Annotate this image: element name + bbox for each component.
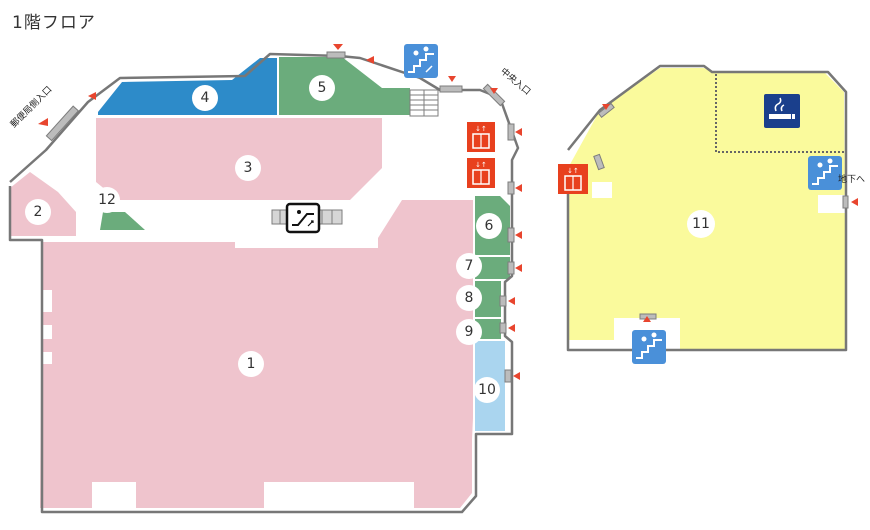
shop-number[interactable]: 4 (192, 85, 218, 111)
door-arrow-icon (515, 231, 522, 239)
wall-gate (597, 102, 615, 118)
shop-number[interactable]: 9 (456, 319, 482, 345)
shop-number[interactable]: 2 (25, 199, 51, 225)
door-arrow-icon (515, 128, 522, 136)
wall-gate (504, 369, 512, 383)
stairs-icon[interactable] (404, 44, 438, 78)
door-arrow-icon (88, 92, 96, 100)
shop-number[interactable]: 11 (687, 210, 715, 238)
annex-building-wall (566, 64, 848, 352)
wall-gate (439, 85, 463, 93)
stairs-icon[interactable] (808, 156, 842, 190)
shop-number[interactable]: 7 (456, 253, 482, 279)
svg-text:↓↑: ↓↑ (475, 161, 487, 169)
shop-number[interactable]: 1 (238, 351, 264, 377)
door-arrow-icon (602, 104, 610, 110)
door-arrow-icon (851, 198, 858, 206)
escalator-icon[interactable] (285, 202, 321, 234)
svg-text:↓↑: ↓↑ (475, 125, 487, 133)
wall-gate (507, 261, 515, 275)
shop-1-notch (92, 482, 136, 508)
door-arrow-icon (366, 56, 374, 64)
svg-text:↓↑: ↓↑ (567, 167, 579, 175)
shop-number-11: 11 (692, 216, 710, 232)
wall-gate (507, 227, 515, 243)
floor-title: 1階フロア (12, 13, 96, 33)
shop-5-area[interactable] (279, 57, 410, 115)
wall-gate (842, 195, 849, 209)
elevator-icon[interactable]: ↓↑ (467, 158, 495, 188)
main-building (8, 51, 520, 514)
central-entrance-label: 中央入口 (498, 65, 533, 97)
shop-12-area[interactable] (100, 212, 145, 230)
shop-number-9: 9 (465, 324, 474, 340)
shop-number-7: 7 (465, 258, 474, 274)
shop-number[interactable]: 5 (309, 75, 335, 101)
wall-gate (593, 153, 605, 171)
wall-gate (482, 83, 506, 107)
smoking-room-boundary (715, 74, 846, 153)
wall-gate (499, 322, 507, 334)
elevator-icon[interactable]: ↓↑ (467, 122, 495, 152)
wall-gate (507, 123, 515, 141)
door-arrow-icon (643, 316, 651, 322)
door-arrow-icon (490, 88, 498, 94)
shop-number-4: 4 (201, 90, 210, 106)
shop-number-12: 12 (98, 192, 116, 208)
shop-1-notch (264, 482, 414, 508)
entrance-arrows (38, 44, 858, 380)
shop-number-6: 6 (485, 218, 494, 234)
shop-11-area[interactable] (568, 68, 846, 350)
shop-number-10: 10 (478, 382, 496, 398)
shop-number-8: 8 (465, 290, 474, 306)
door-arrow-icon (515, 184, 522, 192)
door-arrow-icon (515, 264, 522, 272)
door-arrow-icon (508, 324, 515, 332)
stairs-block (409, 89, 439, 117)
door-arrow-icon (38, 118, 48, 126)
wall-gate (507, 181, 515, 195)
elevator-icon[interactable]: ↓↑ (558, 164, 588, 194)
shop-number[interactable]: 3 (235, 155, 261, 181)
door-arrow-icon (333, 44, 343, 50)
door-arrow-icon (508, 297, 515, 305)
shop-number-3: 3 (244, 160, 253, 176)
shop-number[interactable]: 6 (476, 213, 502, 239)
shop-number-1: 1 (247, 356, 256, 372)
stairs-icon[interactable] (632, 330, 666, 364)
annex-building (566, 64, 849, 352)
shop-number[interactable]: 8 (456, 285, 482, 311)
wall-gate (45, 105, 80, 142)
to-basement-label: 地下へ (838, 173, 865, 185)
door-arrow-icon (513, 372, 520, 380)
shop-7-area[interactable] (475, 257, 510, 279)
shop-number-5: 5 (318, 80, 327, 96)
shop-number[interactable]: 10 (474, 377, 500, 403)
annex-notch (592, 182, 612, 198)
wall-gate (499, 295, 507, 307)
annex-notch (818, 195, 846, 213)
smoking-room-icon[interactable] (764, 94, 800, 128)
wall-gate (326, 51, 346, 59)
main-building-wall (8, 52, 520, 514)
door-arrow-icon (448, 76, 456, 82)
shop-number-2: 2 (34, 204, 43, 220)
shop-4-area[interactable] (98, 58, 277, 115)
shop-number[interactable]: 12 (94, 187, 120, 213)
